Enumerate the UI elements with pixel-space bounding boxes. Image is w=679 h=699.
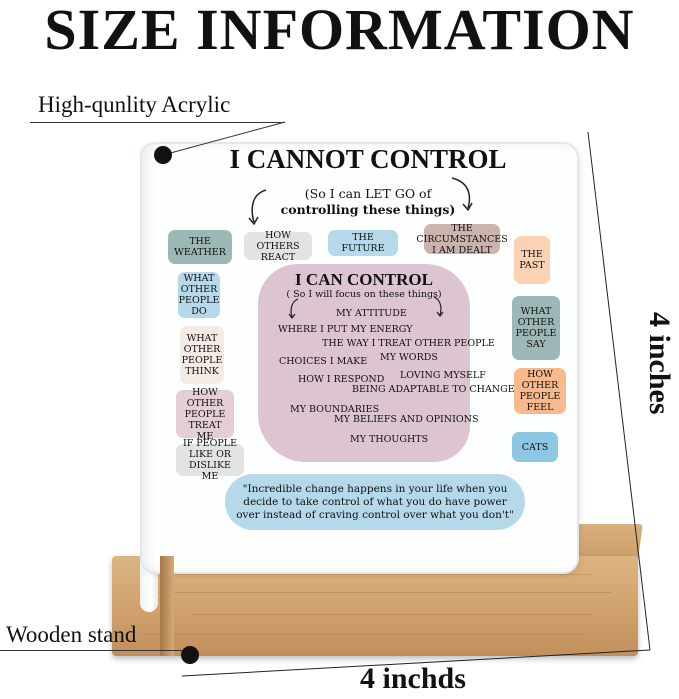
item-my-attitude: MY ATTITUDE xyxy=(336,308,407,319)
can-control-title: I CAN CONTROL xyxy=(295,270,433,289)
item-how-i-respond: HOW I RESPOND xyxy=(298,374,385,385)
acrylic-leader-line xyxy=(30,122,285,123)
stand-label: Wooden stand xyxy=(6,622,137,647)
small-right-arrow-icon xyxy=(433,296,444,317)
item-being-adaptable-to-change: BEING ADAPTABLE TO CHANGE xyxy=(352,384,515,395)
stand-leader-line xyxy=(0,650,180,651)
left-curved-arrow-icon xyxy=(248,189,267,226)
tag-what-other-people-think: WHAT OTHER PEOPLE THINK xyxy=(180,326,224,384)
tag-the-past: THE PAST xyxy=(514,236,550,284)
tag-how-other-people-treat-me: HOW OTHER PEOPLE TREAT ME xyxy=(176,387,234,442)
plaque-subtitle-line-2: controlling these things) xyxy=(280,202,456,217)
tag-the-weather: THE WEATHER xyxy=(168,230,232,264)
tag-the-future: THE FUTURE xyxy=(328,230,398,256)
item-my-words: MY WORDS xyxy=(380,352,438,363)
item-my-beliefs-and-opinions: MY BELIEFS AND OPINIONS xyxy=(334,414,479,425)
stand-marker-dot xyxy=(181,646,199,664)
tag-how-others-react: HOW OTHERS REACT xyxy=(244,230,312,263)
item-my-thoughts: MY THOUGHTS xyxy=(350,434,429,445)
small-left-arrow-icon xyxy=(288,298,299,319)
width-dimension-label: 4 inchds xyxy=(360,662,466,695)
item-my-boundaries: MY BOUNDARIES xyxy=(290,404,380,415)
height-dimension-label: 4 inches xyxy=(643,312,676,415)
tag-what-other-people-say: WHAT OTHER PEOPLE SAY xyxy=(512,296,560,360)
item-where-i-put-my-energy: WHERE I PUT MY ENERGY xyxy=(278,324,413,335)
acrylic-marker-dot xyxy=(154,146,172,164)
item-the-way-i-treat-other-people: THE WAY I TREAT OTHER PEOPLE xyxy=(322,338,495,349)
stand-slot xyxy=(160,556,174,656)
plaque-subtitle-line-1: (So I can LET GO of xyxy=(304,186,432,201)
right-curved-arrow-icon xyxy=(451,177,473,212)
tag-how-other-people-feel: HOW OTHER PEOPLE FEEL xyxy=(514,368,566,414)
tag-the-circumstances: THE CIRCUMSTANCES I AM DEALT xyxy=(416,222,508,256)
item-choices-i-make: CHOICES I MAKE xyxy=(279,356,368,367)
acrylic-label: High-qunlity Acrylic xyxy=(38,92,231,117)
item-loving-myself: LOVING MYSELF xyxy=(400,370,486,381)
plaque-subtitle: (So I can LET GO of controlling these th… xyxy=(258,186,478,218)
page-title: SIZE INFORMATION xyxy=(44,0,635,62)
plaque-title: I CANNOT CONTROL xyxy=(229,144,507,174)
quote-box: "Incredible change happens in your life … xyxy=(225,474,525,530)
tag-cats: CATS xyxy=(512,432,558,462)
can-control-subtitle: ( So I will focus on these things) xyxy=(286,289,442,300)
tag-what-other-people-do: WHAT OTHER PEOPLE DO xyxy=(178,272,220,318)
